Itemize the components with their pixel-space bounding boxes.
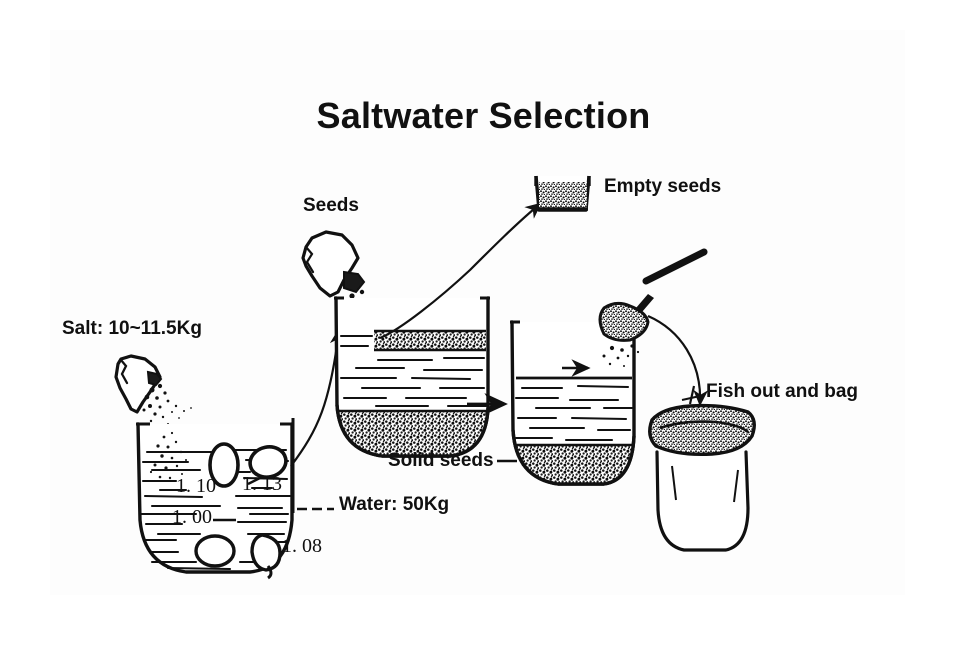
label-salt: Salt: 10~11.5Kg bbox=[62, 318, 202, 339]
label-fish-out-and-bag: Fish out and bag bbox=[706, 381, 858, 402]
label-seeds: Seeds bbox=[303, 195, 359, 216]
page-title: Saltwater Selection bbox=[316, 95, 651, 136]
label-water: Water: 50Kg bbox=[339, 494, 450, 515]
label-solid-seeds: Solid seeds bbox=[388, 450, 494, 471]
label-empty-seeds: Empty seeds bbox=[604, 176, 722, 197]
